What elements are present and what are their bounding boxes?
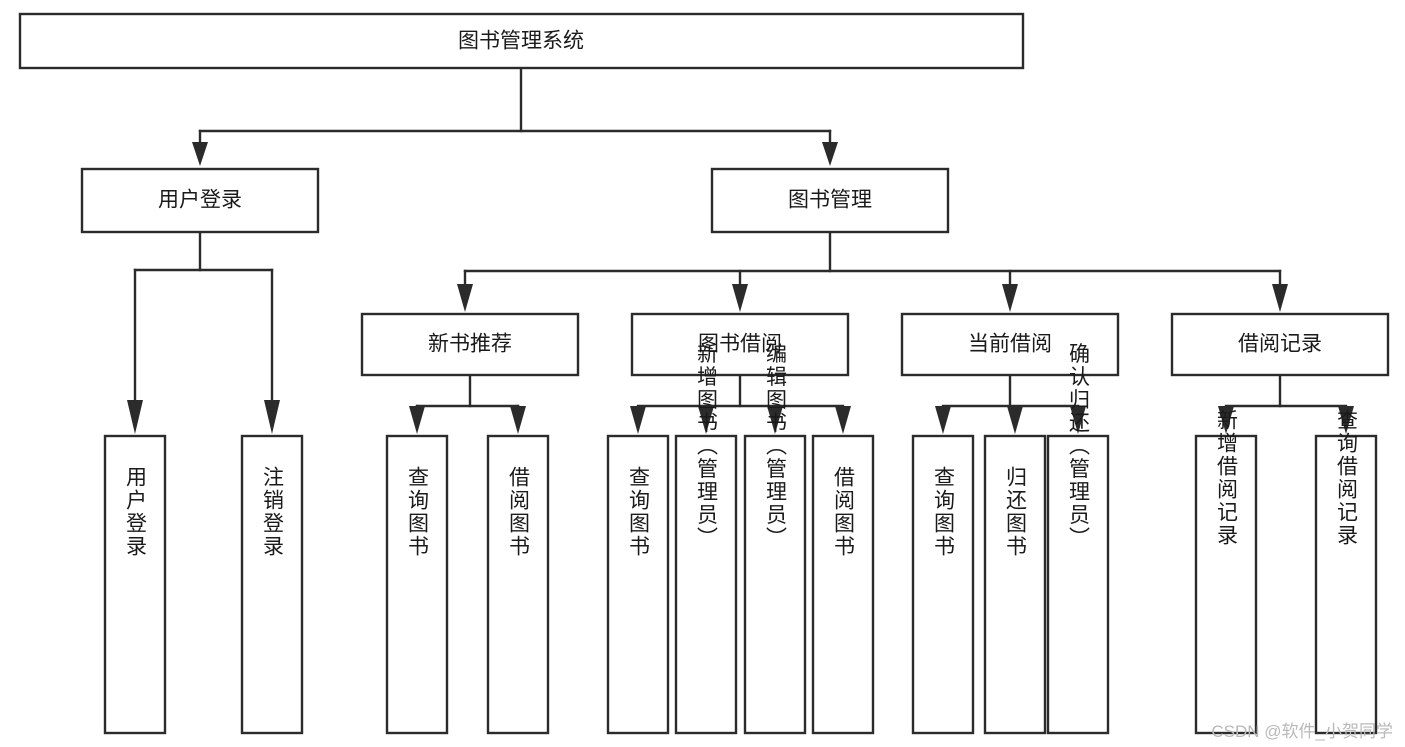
- node-user-login-label: 用户登录: [158, 189, 242, 212]
- leaf-borrow-borrow-book-box: [811, 434, 875, 735]
- leaf-borrow-add-book-admin[interactable]: 新增图书（管理员）: [674, 343, 738, 735]
- node-book-borrow-label: 图书借阅: [698, 333, 782, 356]
- leaf-borrow-edit-book-admin[interactable]: 编辑图书（管理员）: [743, 343, 807, 735]
- node-book-borrow-box: [630, 312, 850, 377]
- leaf-borrow-borrow-book-label: 借阅图书: [832, 466, 856, 558]
- leaf-new-book-query[interactable]: 查询图书: [385, 434, 449, 735]
- node-user-login[interactable]: 用户登录: [80, 167, 320, 234]
- leaf-current-return-book[interactable]: 归还图书: [983, 434, 1047, 735]
- leaf-new-book-borrow-label: 借阅图书: [507, 466, 531, 558]
- leaf-current-query-book-box: [911, 434, 975, 735]
- leaf-current-confirm-return-admin-box: [1046, 434, 1110, 735]
- leaf-new-book-query-box: [385, 434, 449, 735]
- node-new-book-recommend-label: 新书推荐: [428, 333, 512, 356]
- arrow-leaf-newbook-1: [409, 406, 425, 434]
- node-current-borrow[interactable]: 当前借阅: [900, 312, 1120, 377]
- leaf-current-query-book-label: 查询图书: [932, 466, 956, 558]
- node-current-borrow-box: [900, 312, 1120, 377]
- arrow-leaf-borrow-3: [767, 406, 783, 434]
- node-book-management-box: [710, 167, 950, 234]
- arrow-to-new-book: [457, 284, 473, 312]
- leaf-user-login-logout-box: [240, 434, 304, 735]
- leaf-borrow-query-book-box: [606, 434, 670, 735]
- leaf-borrow-borrow-book[interactable]: 借阅图书: [811, 434, 875, 735]
- leaf-current-return-book-box: [983, 434, 1047, 735]
- leaf-borrow-query-book-label: 查询图书: [627, 466, 651, 558]
- leaf-new-book-borrow-box: [486, 434, 550, 735]
- arrow-leaf-record-2: [1338, 406, 1354, 434]
- node-user-login-box: [80, 167, 320, 234]
- node-root-label: 图书管理系统: [458, 30, 584, 53]
- node-book-management-label: 图书管理: [788, 189, 872, 212]
- leaf-user-login-login[interactable]: 用户登录: [103, 434, 167, 735]
- leaf-record-query-record[interactable]: 查询借阅记录: [1314, 409, 1378, 735]
- leaf-user-login-logout-label: 注销登录: [261, 466, 285, 558]
- arrow-to-book-mgmt: [822, 142, 838, 166]
- arrow-leaf-borrow-4: [835, 406, 851, 434]
- leaf-borrow-edit-book-admin-box: [743, 434, 807, 735]
- node-book-borrow[interactable]: 图书借阅: [630, 312, 850, 377]
- leaf-borrow-add-book-admin-box: [674, 434, 738, 735]
- node-current-borrow-label: 当前借阅: [968, 333, 1052, 356]
- node-root-box: [18, 12, 1025, 70]
- node-new-book-recommend[interactable]: 新书推荐: [360, 312, 580, 377]
- arrow-leaf-current-2: [1007, 406, 1023, 434]
- edges-group: [127, 66, 1354, 434]
- arrow-leaf-record-1: [1218, 406, 1234, 434]
- leaf-borrow-edit-book-admin-label: 编辑图书（管理员）: [764, 343, 788, 550]
- node-borrow-record-box: [1170, 312, 1390, 377]
- leaf-current-confirm-return-admin-label: 确认归还（管理员）: [1067, 343, 1091, 550]
- leaf-record-add-record-box: [1194, 434, 1258, 735]
- leaf-record-query-record-box: [1314, 434, 1378, 735]
- leaf-record-query-record-label: 查询借阅记录: [1335, 409, 1359, 547]
- arrow-leaf-current-3: [1070, 406, 1086, 434]
- node-borrow-record[interactable]: 借阅记录: [1170, 312, 1390, 377]
- leaf-user-login-login-label: 用户登录: [124, 466, 148, 558]
- leaf-record-add-record[interactable]: 新增借阅记录: [1194, 409, 1258, 735]
- leaf-borrow-add-book-admin-label: 新增图书（管理员）: [695, 343, 719, 550]
- arrow-leaf-borrow-2: [698, 406, 714, 434]
- node-new-book-recommend-box: [360, 312, 580, 377]
- leaf-user-login-logout[interactable]: 注销登录: [240, 434, 304, 735]
- leaf-current-confirm-return-admin[interactable]: 确认归还（管理员）: [1046, 343, 1110, 735]
- arrow-to-record: [1272, 284, 1288, 312]
- leaf-current-query-book[interactable]: 查询图书: [911, 434, 975, 735]
- arrow-to-current: [1002, 284, 1018, 312]
- arrow-to-user-login: [192, 142, 208, 166]
- leaf-record-add-record-label: 新增借阅记录: [1215, 409, 1239, 547]
- arrow-leaf-userlogin-1: [127, 400, 143, 434]
- arrow-leaf-userlogin-2: [264, 400, 280, 434]
- node-book-management[interactable]: 图书管理: [710, 167, 950, 234]
- arrow-to-borrow: [732, 284, 748, 312]
- node-root-book-management-system[interactable]: 图书管理系统: [18, 12, 1025, 70]
- arrow-leaf-current-1: [935, 406, 951, 434]
- leaf-new-book-query-label: 查询图书: [406, 466, 430, 558]
- leaf-user-login-login-box: [103, 434, 167, 735]
- leaf-new-book-borrow[interactable]: 借阅图书: [486, 434, 550, 735]
- arrow-leaf-borrow-1: [630, 406, 646, 434]
- leaf-current-return-book-label: 归还图书: [1004, 466, 1028, 558]
- arrow-leaf-newbook-2: [510, 406, 526, 434]
- node-borrow-record-label: 借阅记录: [1238, 333, 1322, 356]
- leaf-borrow-query-book[interactable]: 查询图书: [606, 434, 670, 735]
